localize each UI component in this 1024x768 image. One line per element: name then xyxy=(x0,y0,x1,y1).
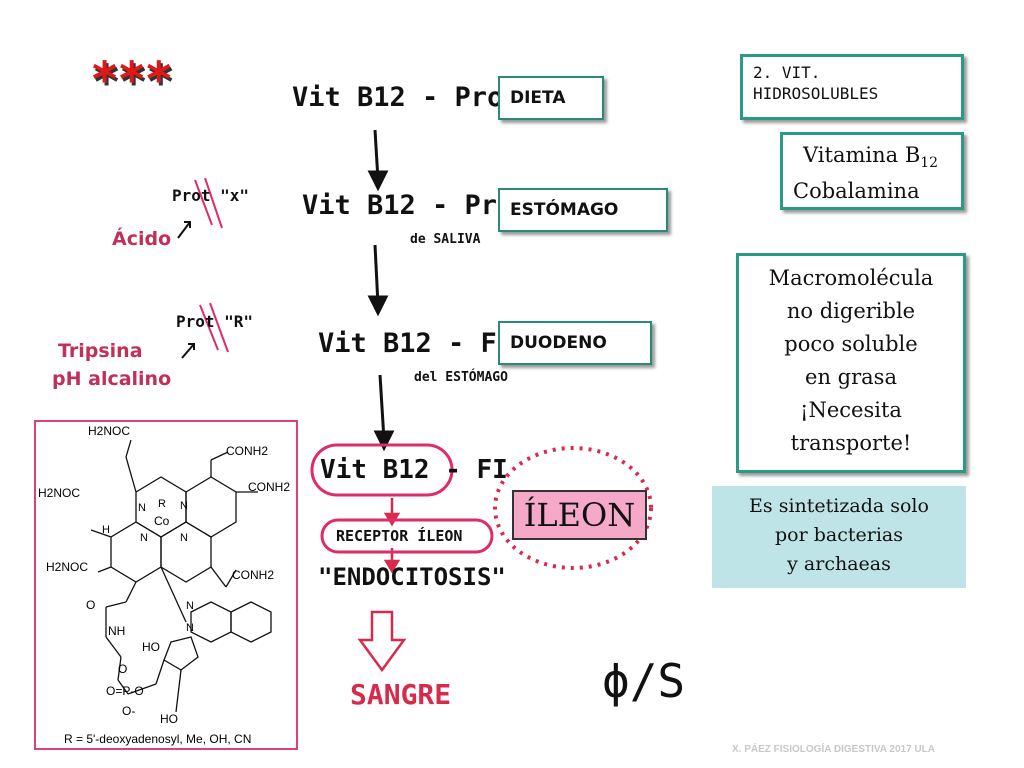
footer-credit: X. PÁEZ FISIOLOGÍA DIGESTIVA 2017 ULA xyxy=(732,744,935,755)
cobalamin-drawing xyxy=(90,439,272,713)
prot-x-note: Prot "x" xyxy=(172,186,250,205)
macro-line-3: en grasa xyxy=(805,365,897,389)
step2-sub: de SALIVA xyxy=(410,232,481,247)
struct-label-o-2: O xyxy=(118,662,128,676)
struct-label-n2: N xyxy=(180,500,188,512)
tripsina-label: Tripsina xyxy=(58,340,143,362)
struct-label-conh2-2: CONH2 xyxy=(248,480,291,494)
structure-caption: R = 5'-deoxyadenosyl, Me, OH, CN xyxy=(64,732,252,746)
sintetizada-line-2: y archaeas xyxy=(787,553,891,575)
dieta-label: DIETA xyxy=(510,88,566,108)
struct-label-n5: N xyxy=(186,600,194,612)
prot-r-note: Prot "R" xyxy=(176,312,254,331)
step3-sub: del ESTÓMAGO xyxy=(414,370,508,385)
cobalamin-structure: H2NOC CONH2 H2NOC CONH2 H2NOC CONH2 Co R… xyxy=(34,420,298,750)
step6-text: "ENDOCITOSIS" xyxy=(318,563,506,591)
vit-b12-box: Vitamina B12 Cobalamina xyxy=(780,132,964,210)
acido-label: Ácido xyxy=(112,228,172,250)
step3-text: Vit B12 - FI xyxy=(318,328,514,359)
vit-b12-sub: 12 xyxy=(920,155,939,172)
sintetizada-box: Es sintetizada solo por bacterias y arch… xyxy=(712,486,966,588)
struct-label-n6: N xyxy=(186,622,194,634)
ph-label: pH alcalino xyxy=(52,368,172,390)
struct-label-r: R xyxy=(158,498,166,510)
estomago-label: ESTÓMAGO xyxy=(510,200,619,220)
struct-label-phosphate: O=P-O xyxy=(106,684,144,698)
struct-label-n4: N xyxy=(180,532,188,544)
macro-line-2: poco soluble xyxy=(784,332,918,356)
struct-label-conh2-1: CONH2 xyxy=(226,444,269,458)
dieta-box: DIETA xyxy=(498,76,604,120)
struct-label-ho-1: HO xyxy=(142,640,160,654)
struct-label-h2noc-3: H2NOC xyxy=(46,560,89,574)
ileon-label: ÍLEON xyxy=(523,496,636,534)
vit-b12-title: Vitamina B xyxy=(803,143,921,167)
stars-emphasis: *** xyxy=(92,52,174,108)
struct-label-o: O xyxy=(86,598,96,612)
struct-label-nh: NH xyxy=(108,624,126,638)
duodeno-box: DUODENO xyxy=(498,321,652,365)
struct-label-ho-2: HO xyxy=(160,712,178,726)
duodeno-label: DUODENO xyxy=(510,333,607,353)
vit-hidro-line1: 2. VIT. xyxy=(753,63,821,82)
struct-label-n3: N xyxy=(140,532,148,544)
step5-text: RECEPTOR ÍLEON xyxy=(336,527,463,545)
struct-label-h: H xyxy=(102,524,110,536)
struct-label-conh2-3: CONH2 xyxy=(232,568,275,582)
macro-line-5: transporte! xyxy=(790,431,912,455)
estomago-box: ESTÓMAGO xyxy=(498,188,668,232)
scribble-note: ϕ/S xyxy=(602,654,686,708)
step7-text: SANGRE xyxy=(350,678,452,711)
macro-line-0: Macromolécula xyxy=(768,266,934,290)
macro-line-1: no digerible xyxy=(786,299,916,323)
struct-label-n1: N xyxy=(138,502,146,514)
cobalamina-label: Cobalamina xyxy=(793,179,920,204)
struct-label-o-minus: O- xyxy=(122,704,136,718)
vit-hidro-line2: HIDROSOLUBLES xyxy=(753,84,879,103)
struct-label-co: Co xyxy=(154,514,170,528)
vit-hidro-box: 2. VIT. HIDROSOLUBLES xyxy=(740,54,964,120)
sintetizada-line-1: por bacterias xyxy=(775,524,903,546)
macro-line-4: ¡Necesita xyxy=(800,398,902,422)
struct-label-h2noc-1: H2NOC xyxy=(88,424,131,438)
ileon-box: ÍLEON xyxy=(512,490,647,540)
sintetizada-line-0: Es sintetizada solo xyxy=(749,495,929,517)
struct-label-h2noc-2: H2NOC xyxy=(38,486,81,500)
step4-text: Vit B12 - FI xyxy=(320,455,508,485)
macro-box: Macromolécula no digerible poco soluble … xyxy=(736,253,966,473)
